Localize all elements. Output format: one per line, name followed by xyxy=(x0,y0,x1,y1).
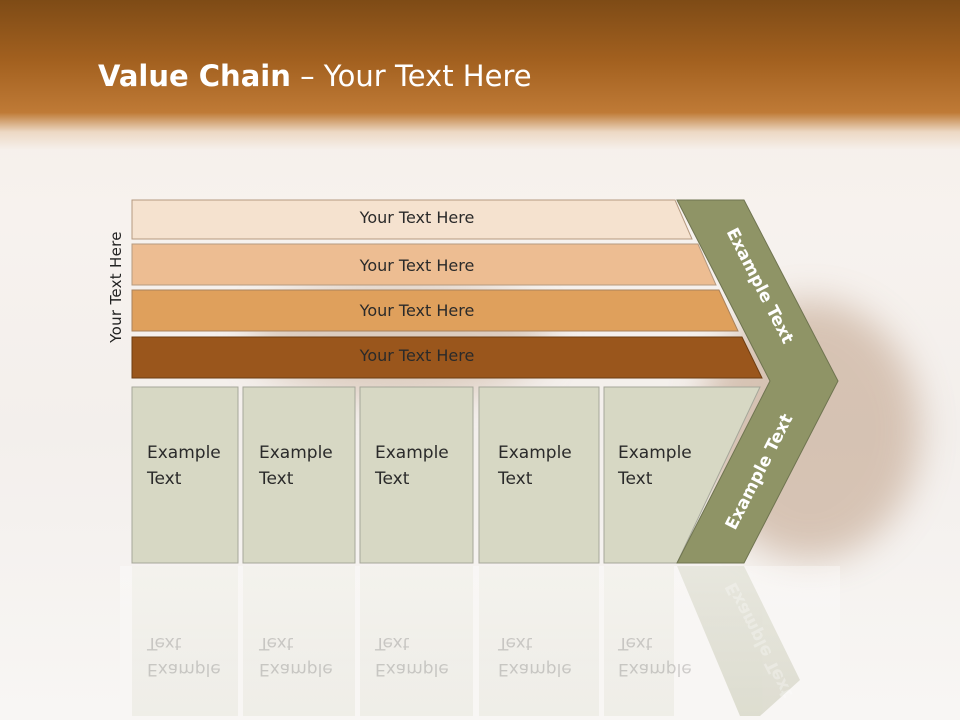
bar-1[interactable] xyxy=(131,199,693,240)
box-3-line2: Text xyxy=(375,469,410,489)
box-4-reflection-line2: Text xyxy=(498,633,533,653)
box-3[interactable] xyxy=(359,386,474,564)
bar-4-label: Your Text Here xyxy=(359,346,475,365)
slide-title[interactable]: Value Chain – Your Text Here xyxy=(98,56,532,96)
box-3-reflection-line1: Example xyxy=(375,659,449,679)
bar-3-label: Your Text Here xyxy=(359,301,475,320)
box-1-line1: Example xyxy=(147,443,221,463)
box-4[interactable] xyxy=(478,386,600,564)
bar-2[interactable] xyxy=(131,243,717,286)
bar-4[interactable] xyxy=(131,336,763,379)
bar-1-label: Your Text Here xyxy=(359,208,475,227)
box-4-reflection: Example Text xyxy=(498,630,572,682)
box-1-line2: Text xyxy=(147,469,182,489)
box-3-reflection: Example Text xyxy=(375,630,449,682)
box-3-line1: Example xyxy=(375,443,449,463)
bar-3[interactable] xyxy=(131,289,739,332)
box-5-reflection: Example Text xyxy=(618,630,692,682)
box-4-line2: Text xyxy=(498,469,533,489)
header-band xyxy=(0,0,960,150)
box-3-reflection-line2: Text xyxy=(375,633,410,653)
box-4-line1: Example xyxy=(498,443,572,463)
chevron-arrow[interactable] xyxy=(676,199,839,564)
box-2-line1: Example xyxy=(259,443,333,463)
box-5-reflection-line1: Example xyxy=(618,659,692,679)
box-1-text: Example Text xyxy=(147,440,221,492)
box-1-reflection-line2: Text xyxy=(147,633,182,653)
box-2-reflection-line2: Text xyxy=(259,633,294,653)
box-1[interactable] xyxy=(131,386,239,564)
title-bold: Value Chain xyxy=(98,59,291,93)
box-2-text: Example Text xyxy=(259,440,333,492)
bar-2-label: Your Text Here xyxy=(359,256,475,275)
box-1-reflection-line1: Example xyxy=(147,659,221,679)
box-5-reflection-line2: Text xyxy=(618,633,653,653)
box-5-line2: Text xyxy=(618,469,653,489)
box-2-reflection-line1: Example xyxy=(259,659,333,679)
box-4-text: Example Text xyxy=(498,440,572,492)
box-2-reflection: Example Text xyxy=(259,630,333,682)
box-1-reflection: Example Text xyxy=(147,630,221,682)
box-2-line2: Text xyxy=(259,469,294,489)
box-4-reflection-line1: Example xyxy=(498,659,572,679)
box-5-line1: Example xyxy=(618,443,692,463)
box-3-text: Example Text xyxy=(375,440,449,492)
title-rest: – Your Text Here xyxy=(290,59,532,93)
box-5-text: Example Text xyxy=(618,440,692,492)
box-2[interactable] xyxy=(242,386,356,564)
